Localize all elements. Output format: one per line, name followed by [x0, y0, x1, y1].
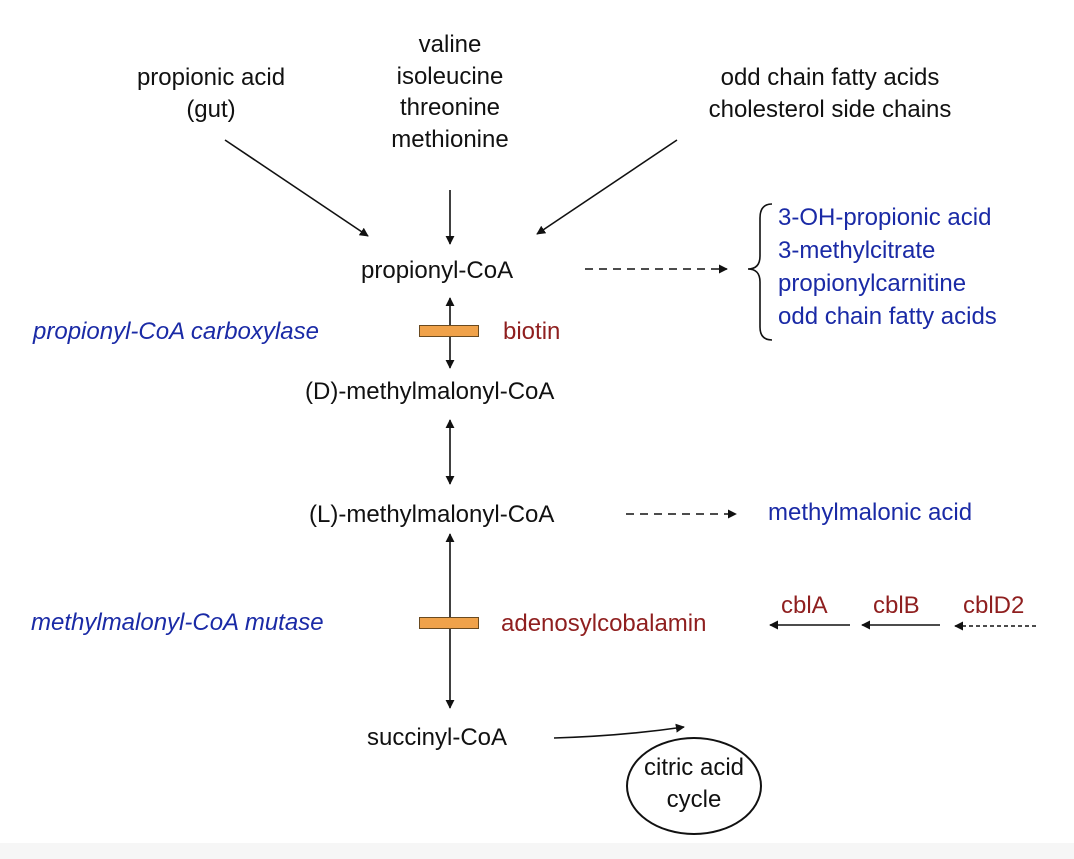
byproduct-methylmalonic-acid: methylmalonic acid [768, 499, 973, 526]
cofactor-adenosylcobalamin: adenosylcobalamin [501, 610, 707, 637]
bottom-strip [0, 843, 1074, 859]
source-label: propionic acid [136, 64, 286, 91]
citric-acid-cycle-ellipse [626, 737, 762, 835]
cofactor-biotin: biotin [503, 318, 561, 345]
source-label: odd chain fatty acids [720, 64, 940, 91]
metabolite-l-methylmalonyl-coa: (L)-methylmalonyl-CoA [309, 501, 555, 528]
enzyme-block-pcc [419, 325, 479, 337]
arrow-propionic-to-propionyl [224, 139, 369, 237]
source-label: cholesterol side chains [708, 95, 952, 123]
byproduct-item: 3-methylcitrate [778, 237, 936, 264]
enzyme-block-mut [419, 617, 479, 629]
arrow-fattyacids-to-propionyl [536, 139, 678, 235]
byproduct-item: propionylcarnitine [778, 270, 967, 297]
amino-acid-label: valine [418, 31, 482, 58]
propionyl-byproduct-list: 3-OH-propionic acid 3-methylcitrate prop… [778, 201, 997, 333]
byproducts-brace [747, 203, 773, 341]
amino-acid-label: methionine [391, 125, 509, 153]
gene-cblB: cblB [873, 592, 920, 619]
source-fatty-acids: odd chain fatty acids cholesterol side c… [680, 62, 980, 125]
byproduct-item: odd chain fatty acids [778, 303, 997, 330]
metabolite-d-methylmalonyl-coa: (D)-methylmalonyl-CoA [305, 378, 555, 405]
metabolite-succinyl-coa: succinyl-CoA [367, 724, 508, 751]
enzyme-propionyl-coa-carboxylase: propionyl-CoA carboxylase [33, 318, 319, 345]
gene-cblA: cblA [781, 592, 828, 619]
cycle-label-line: citric acid [643, 754, 745, 781]
source-label: (gut) [186, 95, 236, 123]
amino-acid-label: isoleucine [396, 62, 504, 90]
citric-acid-cycle-label: citric acid cycle [626, 752, 762, 816]
source-amino-acids: valine isoleucine threonine methionine [350, 29, 550, 155]
cycle-label-line: cycle [666, 786, 722, 813]
amino-acid-label: threonine [399, 94, 501, 121]
arrow-succinyl-to-tca [553, 723, 685, 739]
source-propionic-acid: propionic acid (gut) [96, 62, 326, 125]
gene-cblD2: cblD2 [963, 592, 1025, 619]
enzyme-methylmalonyl-coa-mutase: methylmalonyl-CoA mutase [31, 609, 324, 636]
metabolite-propionyl-coa: propionyl-CoA [361, 257, 514, 284]
byproduct-item: 3-OH-propionic acid [778, 204, 992, 231]
